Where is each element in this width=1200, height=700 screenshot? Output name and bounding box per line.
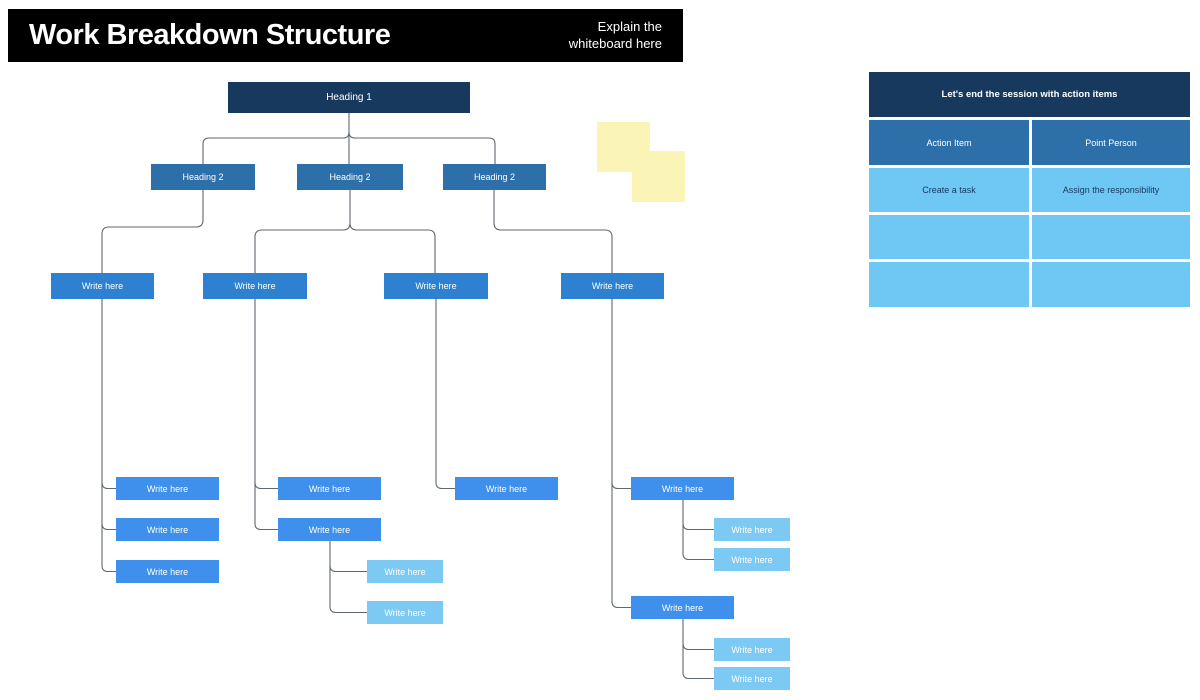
tree-node-write-l4-2a[interactable]: Write here [278, 477, 381, 500]
table-cell[interactable] [869, 262, 1029, 307]
tree-node-heading-2-b[interactable]: Heading 2 [297, 164, 403, 190]
node-label: Write here [146, 524, 189, 535]
node-label: Write here [384, 607, 426, 618]
tree-node-write-l3-3[interactable]: Write here [384, 273, 488, 299]
node-label: Write here [661, 602, 704, 613]
table-cell[interactable]: Create a task [869, 168, 1029, 212]
node-label: Write here [81, 281, 124, 291]
tree-node-write-l5-2b2[interactable]: Write here [367, 601, 443, 624]
node-label: Write here [661, 483, 704, 494]
node-label: Write here [591, 281, 634, 291]
tree-node-write-l4-1c[interactable]: Write here [116, 560, 219, 583]
page-title: Work Breakdown Structure [29, 19, 391, 51]
tree-node-write-l3-2[interactable]: Write here [203, 273, 307, 299]
table-cell[interactable]: Assign the responsibility [1032, 168, 1190, 212]
sticky-note[interactable] [632, 151, 685, 202]
tree-node-write-l3-4[interactable]: Write here [561, 273, 664, 299]
column-header-point-person[interactable]: Point Person [1032, 120, 1190, 165]
table-cell[interactable] [1032, 262, 1190, 307]
tree-node-write-l4-3a[interactable]: Write here [455, 477, 558, 500]
tree-node-write-l4-2b[interactable]: Write here [278, 518, 381, 541]
tree-node-write-l5-4b1[interactable]: Write here [714, 638, 790, 661]
tree-node-write-l4-1b[interactable]: Write here [116, 518, 219, 541]
node-label: Write here [384, 566, 426, 577]
node-label: Write here [308, 483, 351, 494]
action-items-table: Let's end the session with action items … [869, 72, 1190, 307]
table-title[interactable]: Let's end the session with action items [869, 72, 1190, 117]
tree-node-write-l3-1[interactable]: Write here [51, 273, 154, 299]
tree-node-write-l5-4b2[interactable]: Write here [714, 667, 790, 690]
tree-node-heading-2-c[interactable]: Heading 2 [443, 164, 546, 190]
banner[interactable]: Work Breakdown Structure Explain the whi… [8, 9, 683, 62]
tree-node-write-l5-2b1[interactable]: Write here [367, 560, 443, 583]
tree-node-write-l5-4a2[interactable]: Write here [714, 548, 790, 571]
node-label: Write here [731, 554, 773, 565]
tree-node-write-l4-1a[interactable]: Write here [116, 477, 219, 500]
node-label: Write here [415, 281, 457, 291]
node-label: Heading 1 [326, 92, 372, 103]
banner-subtitle: Explain the whiteboard here [568, 18, 662, 51]
table-cell[interactable] [1032, 215, 1190, 259]
node-label: Write here [234, 281, 276, 291]
tree-node-write-l4-4a[interactable]: Write here [631, 477, 734, 500]
node-label: Write here [308, 524, 351, 535]
node-label: Write here [146, 566, 189, 577]
tree-node-write-l4-4b[interactable]: Write here [631, 596, 734, 619]
tree-node-heading-2-a[interactable]: Heading 2 [151, 164, 255, 190]
node-label: Write here [731, 673, 773, 684]
column-header-action-item[interactable]: Action Item [869, 120, 1029, 165]
node-label: Write here [731, 644, 773, 655]
node-label: Write here [731, 524, 773, 535]
tree-node-write-l5-4a1[interactable]: Write here [714, 518, 790, 541]
node-label: Write here [485, 483, 528, 494]
tree-node-heading-1[interactable]: Heading 1 [228, 82, 470, 113]
table-cell[interactable] [869, 215, 1029, 259]
node-label: Heading 2 [329, 172, 371, 182]
node-label: Heading 2 [182, 172, 224, 182]
node-label: Heading 2 [473, 172, 516, 182]
node-label: Write here [146, 483, 189, 494]
